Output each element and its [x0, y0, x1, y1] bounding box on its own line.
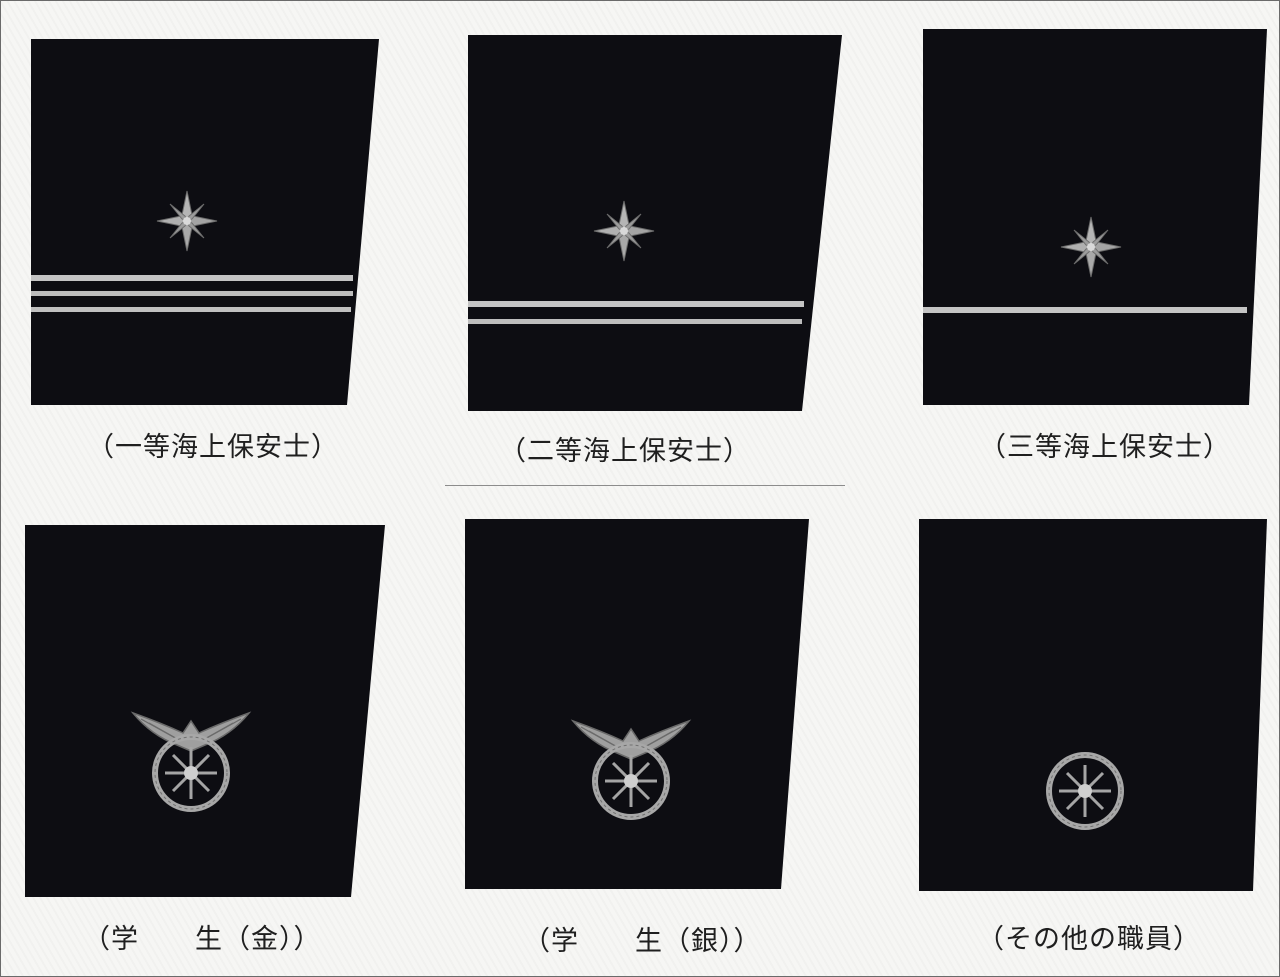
insignia-caption-3: （三等海上保安士） — [979, 432, 1231, 463]
divider-line — [445, 485, 845, 486]
braid-stripes-2 — [468, 301, 804, 324]
sleeve-patch-4 — [25, 525, 385, 897]
compass-star-badge-icon — [593, 200, 655, 262]
compass-wreath-emblem-icon — [1046, 752, 1124, 830]
eagle-compass-emblem-icon — [130, 711, 252, 812]
braid-stripes-1 — [31, 275, 353, 312]
insignia-caption-2: （二等海上保安士） — [499, 436, 751, 467]
insignia-caption-6: （学 生（銀）） — [523, 926, 762, 957]
sleeve-patch-5 — [465, 519, 809, 889]
insignia-cell-2: （二等海上保安士） — [445, 33, 851, 489]
compass-star-badge-icon — [156, 190, 218, 252]
insignia-cell-1: （一等海上保安士） — [29, 37, 381, 477]
sleeve-patch-3 — [923, 29, 1267, 405]
insignia-caption-1: （一等海上保安士） — [87, 432, 339, 463]
insignia-caption-7: （その他の職員） — [977, 924, 1201, 955]
insignia-cell-3: （三等海上保安士） — [921, 27, 1271, 477]
compass-star-badge-icon — [1060, 216, 1122, 278]
insignia-cell-5: （学 生（銀）） — [463, 517, 813, 961]
sleeve-patch-1 — [31, 39, 379, 405]
sleeve-patch-6 — [919, 519, 1267, 891]
eagle-compass-emblem-icon — [570, 719, 692, 820]
insignia-cell-4: （学 生（金）） — [23, 523, 389, 963]
insignia-cell-6: （その他の職員） — [917, 517, 1271, 961]
sleeve-patch-2 — [468, 35, 842, 411]
insignia-caption-5: （学 生（金）） — [83, 924, 322, 955]
braid-stripes-3 — [923, 307, 1247, 313]
